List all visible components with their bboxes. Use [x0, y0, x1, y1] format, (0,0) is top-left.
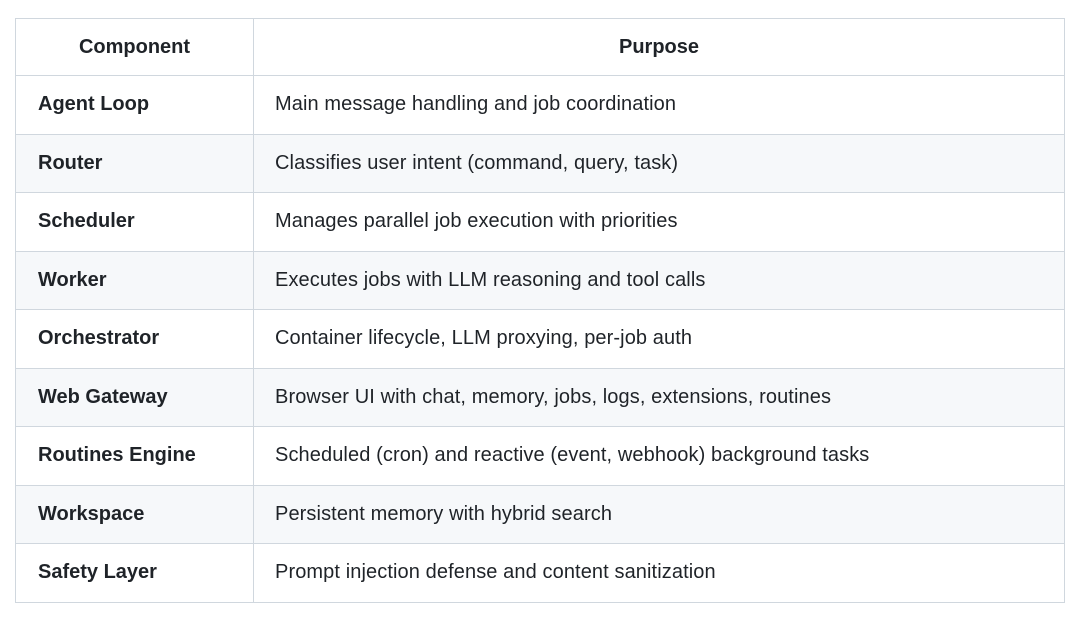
component-cell: Routines Engine: [15, 426, 254, 486]
component-cell: Safety Layer: [15, 543, 254, 603]
component-cell: Workspace: [15, 484, 254, 544]
component-cell: Worker: [15, 250, 254, 310]
purpose-cell: Scheduled (cron) and reactive (event, we…: [253, 426, 1065, 486]
component-cell: Agent Loop: [15, 75, 254, 135]
purpose-cell: Classifies user intent (command, query, …: [253, 133, 1065, 193]
column-header-component: Component: [15, 18, 254, 76]
header-row: Component Purpose: [15, 18, 1065, 76]
table-row: Web Gateway Browser UI with chat, memory…: [15, 367, 1065, 427]
component-cell: Orchestrator: [15, 309, 254, 369]
table-row: Orchestrator Container lifecycle, LLM pr…: [15, 309, 1065, 369]
table-row: Agent Loop Main message handling and job…: [15, 75, 1065, 135]
purpose-cell: Main message handling and job coordinati…: [253, 75, 1065, 135]
table-row: Worker Executes jobs with LLM reasoning …: [15, 250, 1065, 310]
purpose-cell: Browser UI with chat, memory, jobs, logs…: [253, 367, 1065, 427]
purpose-cell: Persistent memory with hybrid search: [253, 484, 1065, 544]
component-purpose-table: Component Purpose Agent Loop Main messag…: [15, 18, 1065, 603]
table-row: Routines Engine Scheduled (cron) and rea…: [15, 426, 1065, 486]
component-cell: Web Gateway: [15, 367, 254, 427]
purpose-cell: Container lifecycle, LLM proxying, per-j…: [253, 309, 1065, 369]
table-body: Agent Loop Main message handling and job…: [15, 75, 1065, 603]
table-row: Router Classifies user intent (command, …: [15, 133, 1065, 193]
table-row: Scheduler Manages parallel job execution…: [15, 192, 1065, 252]
table-row: Safety Layer Prompt injection defense an…: [15, 543, 1065, 603]
purpose-cell: Executes jobs with LLM reasoning and too…: [253, 250, 1065, 310]
component-cell: Scheduler: [15, 192, 254, 252]
table-header: Component Purpose: [15, 18, 1065, 76]
component-cell: Router: [15, 133, 254, 193]
purpose-cell: Prompt injection defense and content san…: [253, 543, 1065, 603]
table-row: Workspace Persistent memory with hybrid …: [15, 484, 1065, 544]
purpose-cell: Manages parallel job execution with prio…: [253, 192, 1065, 252]
column-header-purpose: Purpose: [253, 18, 1065, 76]
